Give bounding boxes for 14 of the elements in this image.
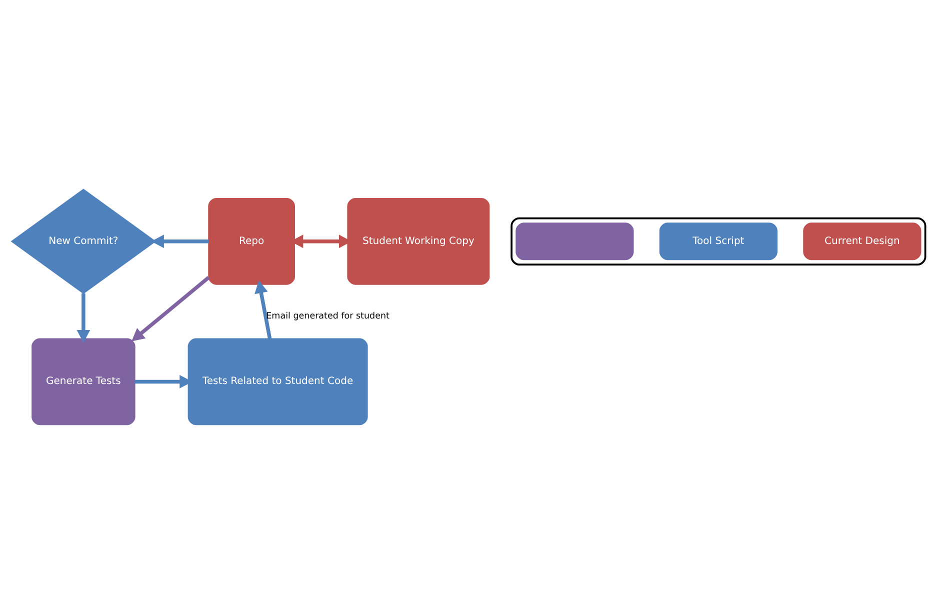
arrow xyxy=(132,276,210,341)
cluster xyxy=(510,216,926,265)
node-box: Student Working Copy xyxy=(347,197,490,284)
node-box: Tests Related to Student Code xyxy=(188,338,368,425)
node-diamond: New Commit? xyxy=(10,188,156,294)
arrow xyxy=(76,292,90,342)
arrow xyxy=(254,280,272,339)
node-box: Current Design xyxy=(803,222,922,260)
node-box: Repo xyxy=(208,197,295,284)
node-box: Tool Script xyxy=(659,222,778,260)
arrow xyxy=(151,234,209,248)
node-box xyxy=(516,222,634,260)
node-box: Generate Tests xyxy=(32,338,136,425)
edge-label: Email generated for student xyxy=(266,310,390,321)
